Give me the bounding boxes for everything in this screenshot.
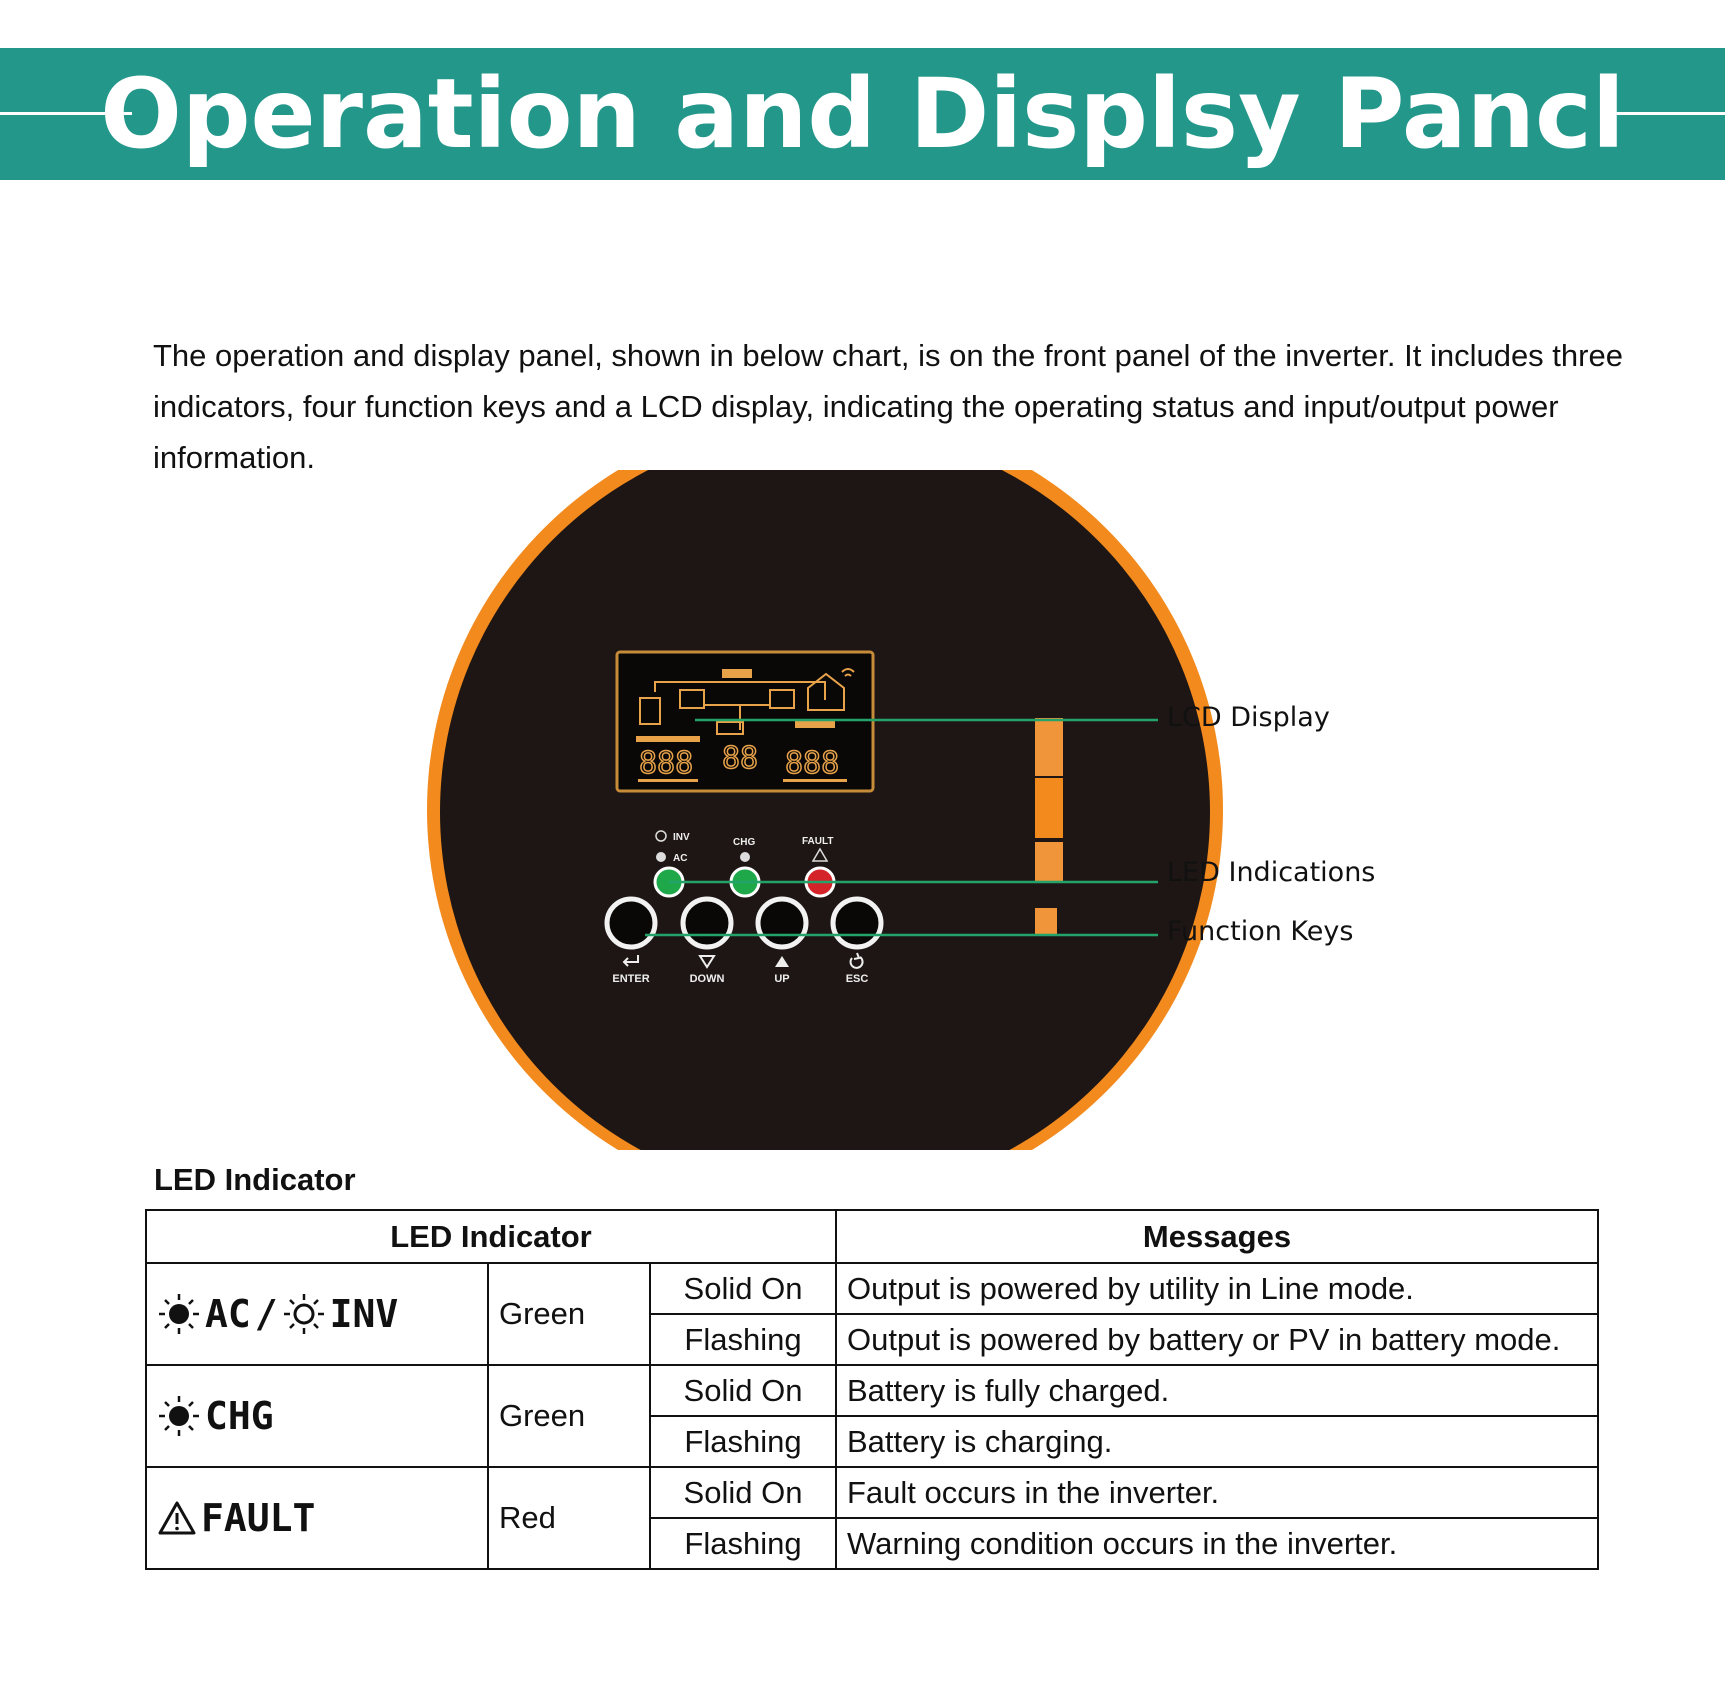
lcd-digits-left: 888: [639, 746, 693, 781]
header-messages: Messages: [835, 1209, 1599, 1264]
color-cell: Red: [487, 1466, 651, 1570]
warning-icon: [158, 1501, 196, 1535]
enter-icon: [622, 955, 639, 967]
banner-rule-left: [0, 112, 132, 115]
callout-lcd-display: LCD Display: [1167, 702, 1330, 733]
table-row: Flashing Warning condition occurs in the…: [146, 1517, 1599, 1570]
up-triangle-icon: [775, 956, 789, 967]
indicator-inv-text: INV: [329, 1292, 399, 1336]
lcd-display: 888 88 888: [615, 650, 875, 793]
led-label-inv: INV: [673, 832, 690, 843]
wifi-icon: [841, 668, 855, 677]
sun-icon: [740, 852, 750, 862]
panel-face: [440, 470, 1210, 1150]
lcd-digits-right: 888: [785, 746, 839, 781]
sun-outline-icon: [283, 1294, 324, 1334]
side-tab: [1035, 842, 1063, 882]
indicator-separator: /: [254, 1292, 278, 1336]
message-cell: Warning condition occurs in the inverter…: [835, 1517, 1599, 1570]
state-cell: Solid On: [649, 1262, 837, 1315]
led-indicator-heading: LED Indicator: [154, 1162, 356, 1197]
indicator-cell: AC / INV: [145, 1262, 489, 1366]
message-cell: Output is powered by battery or PV in ba…: [835, 1313, 1599, 1366]
up-key-label: UP: [774, 973, 789, 985]
message-cell: Battery is charging.: [835, 1415, 1599, 1468]
callout-function-keys: Function Keys: [1167, 916, 1354, 947]
message-cell: Fault occurs in the inverter.: [835, 1466, 1599, 1519]
sun-icon: [159, 1294, 199, 1334]
state-cell: Solid On: [649, 1364, 837, 1417]
enter-key[interactable]: ENTER: [604, 896, 658, 985]
color-cell: Green: [487, 1262, 651, 1366]
state-cell: Flashing: [649, 1517, 837, 1570]
indicator-fault-text: FAULT: [201, 1496, 316, 1540]
table-row: AC / INV Green Solid On Output is powere…: [145, 1262, 1599, 1366]
led-label-ac: AC: [673, 853, 687, 864]
down-key-label: DOWN: [690, 973, 725, 985]
side-tab: [1035, 908, 1057, 936]
table-row: CHG Green Solid On Battery is fully char…: [145, 1364, 1599, 1468]
color-cell: Green: [487, 1364, 651, 1468]
state-cell: Flashing: [649, 1313, 837, 1366]
indicator-cell: FAULT: [145, 1466, 489, 1570]
sun-outline-icon: [655, 830, 667, 842]
warning-icon: [811, 847, 829, 862]
indicator-chg-text: CHG: [205, 1394, 274, 1438]
side-tab: [1035, 778, 1063, 838]
page-title: Operation and Displsy Pancl: [100, 58, 1625, 170]
esc-icon: [849, 952, 864, 969]
header-led-indicator: LED Indicator: [145, 1209, 837, 1264]
message-cell: Output is powered by utility in Line mod…: [835, 1262, 1599, 1315]
table-row: Flashing Output is powered by battery or…: [146, 1313, 1599, 1366]
led-label-chg: CHG: [733, 837, 755, 848]
down-triangle-icon: [698, 955, 716, 969]
led-label-fault: FAULT: [802, 836, 833, 847]
callout-led-indications: LED Indications: [1167, 857, 1376, 888]
lcd-digits-mid: 88: [722, 741, 758, 776]
intro-paragraph: The operation and display panel, shown i…: [153, 338, 1623, 475]
title-banner: Operation and Displsy Pancl: [0, 48, 1725, 180]
indicator-fault: FAULT: [157, 1496, 477, 1540]
table-row: FAULT Red Solid On Fault occurs in the i…: [145, 1466, 1599, 1570]
indicator-chg: CHG: [157, 1394, 477, 1438]
banner-rule-right: [1611, 112, 1725, 115]
sun-icon: [656, 852, 666, 862]
state-cell: Solid On: [649, 1466, 837, 1519]
sun-icon: [159, 1396, 199, 1436]
inverter-panel-illustration: 888 88 888 INV AC CHG FAULT ENTER DOWN: [427, 470, 1223, 1150]
house-icon: [807, 672, 845, 711]
message-cell: Battery is fully charged.: [835, 1364, 1599, 1417]
function-keys: ENTER DOWN UP ESC: [604, 896, 884, 985]
led-indicator-table: LED Indicator Messages AC /: [145, 1209, 1599, 1570]
battery-icon: [716, 721, 744, 735]
indicator-ac-inv: AC / INV: [157, 1292, 477, 1336]
table-row: Flashing Battery is charging.: [146, 1415, 1599, 1468]
table-header-row: LED Indicator Messages: [145, 1209, 1599, 1264]
state-cell: Flashing: [649, 1415, 837, 1468]
led-labels: INV AC CHG FAULT: [655, 830, 833, 864]
down-key[interactable]: DOWN: [680, 896, 734, 985]
indicator-cell: CHG: [145, 1364, 489, 1468]
side-tab: [1035, 718, 1063, 776]
enter-key-label: ENTER: [612, 973, 649, 985]
indicator-ac-text: AC: [205, 1292, 251, 1336]
esc-key-label: ESC: [846, 973, 869, 985]
solar-panel-icon: [639, 697, 661, 725]
